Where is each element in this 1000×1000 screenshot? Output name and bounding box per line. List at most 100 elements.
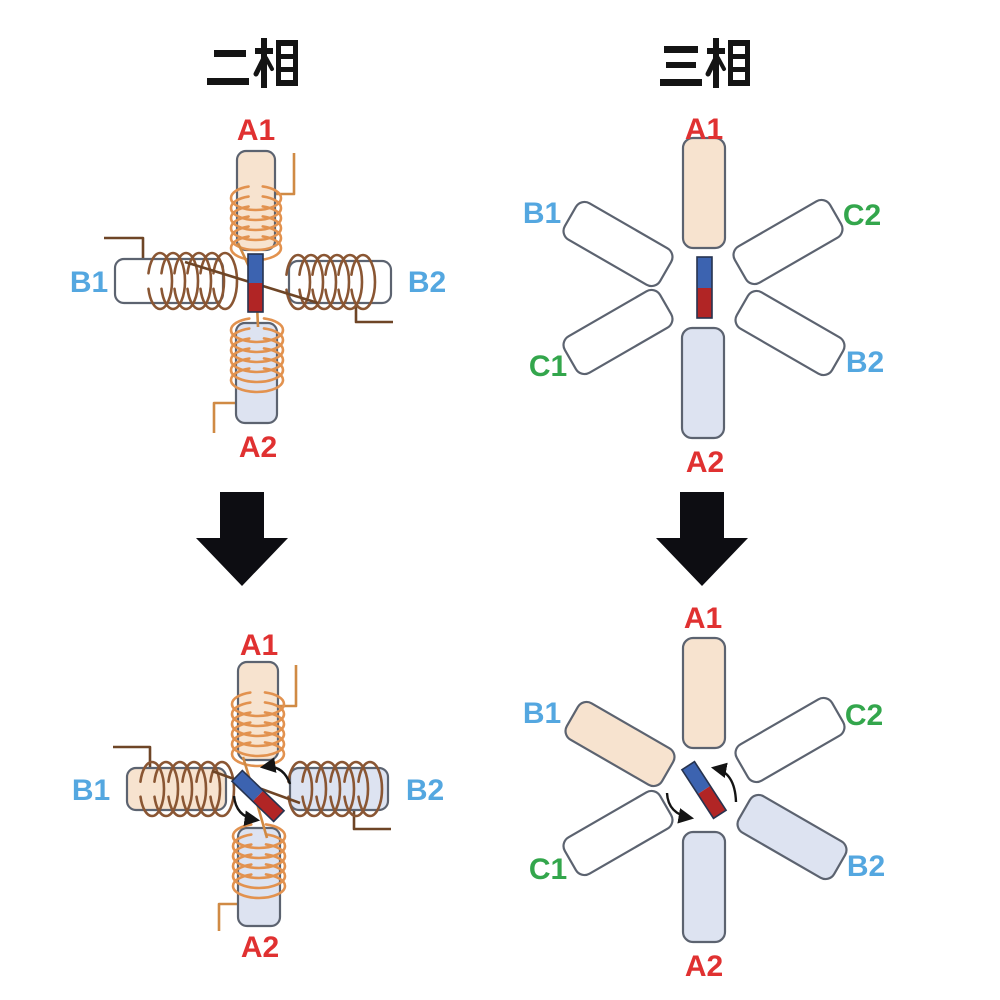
label-a1: A1 — [237, 114, 275, 147]
winding-loop — [230, 740, 286, 768]
rotation-arrow-icon — [710, 762, 738, 803]
winding-loop — [323, 253, 351, 311]
two-phase-initial-diagram: A1 B1 B2 A2 — [70, 114, 446, 464]
winding-loop — [229, 336, 285, 364]
rotation-arrow-icon — [232, 795, 261, 826]
label-c1: C1 — [529, 350, 567, 383]
label-b1: B1 — [523, 197, 561, 230]
winding-loop — [231, 862, 287, 890]
winding-b1 — [138, 760, 236, 818]
pole-b1 — [125, 766, 228, 812]
winding-loop — [310, 253, 338, 311]
rotor-magnet — [680, 760, 728, 820]
winding-loop — [159, 251, 187, 311]
winding-loop — [284, 253, 312, 311]
label-b2: B2 — [847, 850, 885, 883]
pole-c1 — [562, 288, 674, 376]
magnet-south-half — [697, 257, 712, 288]
pole-b2 — [287, 259, 393, 305]
pole-a2 — [681, 830, 727, 944]
coil-lead-b1 — [104, 236, 145, 261]
winding-a2 — [229, 316, 285, 394]
label-b1: B1 — [70, 266, 108, 299]
label-a1: A1 — [240, 629, 278, 662]
magnet-south-half — [681, 761, 711, 795]
winding-loop — [297, 253, 325, 311]
magnet-north-half — [697, 785, 727, 819]
winding-loop — [194, 760, 222, 818]
pole-a1 — [681, 136, 727, 250]
winding-loop — [314, 760, 342, 818]
magnet-south-half — [248, 254, 263, 283]
winding-loop — [229, 356, 285, 384]
winding-loop — [300, 760, 328, 818]
glyph-xiang — [705, 38, 750, 88]
three-phase-rotated-diagram: A1 B1 C2 C1 B2 A2 — [523, 602, 885, 983]
magnet-north-half — [248, 283, 263, 312]
label-a1: A1 — [685, 113, 723, 146]
winding-loop — [229, 366, 285, 394]
glyph-er — [207, 50, 249, 85]
rotor-magnet — [247, 253, 264, 313]
winding-loop — [231, 852, 287, 880]
winding-loop — [356, 760, 384, 818]
winding-loop — [231, 832, 287, 860]
label-a2: A2 — [686, 446, 724, 479]
title-two-phase — [207, 38, 298, 88]
magnet-north-half — [252, 790, 285, 822]
winding-loop — [230, 710, 286, 738]
winding-loop — [229, 204, 283, 232]
winding-loop — [208, 760, 236, 818]
winding-loop — [231, 872, 287, 900]
winding-loop — [185, 251, 213, 311]
winding-loop — [152, 760, 180, 818]
rotor-magnet — [230, 769, 286, 823]
rotor-magnet — [696, 256, 713, 319]
label-c2: C2 — [843, 199, 881, 232]
label-c2: C2 — [845, 699, 883, 732]
winding-loop — [286, 760, 314, 818]
label-b1: B1 — [72, 774, 110, 807]
pole-a2 — [680, 326, 726, 440]
winding-b2 — [286, 760, 384, 818]
winding-loop — [229, 326, 285, 354]
winding-loop — [230, 730, 286, 758]
coil-lead-b2 — [352, 810, 391, 831]
coil-lead-b2 — [354, 303, 393, 324]
magnet-outline — [696, 256, 713, 319]
label-b2: B2 — [408, 266, 446, 299]
winding-loop — [342, 760, 370, 818]
label-a2: A2 — [241, 931, 279, 964]
winding-loop — [172, 251, 200, 311]
winding-b2 — [284, 253, 377, 311]
coil-lead-a2 — [212, 401, 237, 433]
winding-loop — [349, 253, 377, 311]
winding-loop — [229, 316, 285, 344]
label-a1: A1 — [684, 602, 722, 635]
pole-b2 — [734, 289, 846, 377]
glyph-san — [660, 46, 702, 86]
label-c1: C1 — [529, 853, 567, 886]
glyph-xiang — [253, 38, 298, 88]
label-b2: B2 — [406, 774, 444, 807]
pole-b1 — [562, 200, 674, 288]
pole-b2 — [736, 793, 848, 881]
down-arrow-icon — [656, 492, 748, 586]
winding-loop — [166, 760, 194, 818]
winding-loop — [230, 720, 286, 748]
winding-loop — [198, 251, 226, 311]
magnet-outline — [230, 769, 286, 823]
label-b2: B2 — [846, 346, 884, 379]
winding-loop — [229, 346, 285, 374]
magnet-south-half — [231, 770, 264, 802]
pole-c2 — [732, 198, 844, 286]
pole-c2 — [734, 696, 846, 784]
winding-loop — [211, 251, 239, 311]
pole-c1 — [562, 789, 674, 877]
winding-loop — [328, 760, 356, 818]
coil-lead-a1 — [275, 153, 296, 196]
pole-b1 — [564, 700, 676, 788]
three-phase-initial-diagram: A1 B1 C2 C1 B2 A2 — [523, 113, 884, 479]
magnet-outline — [680, 760, 728, 820]
